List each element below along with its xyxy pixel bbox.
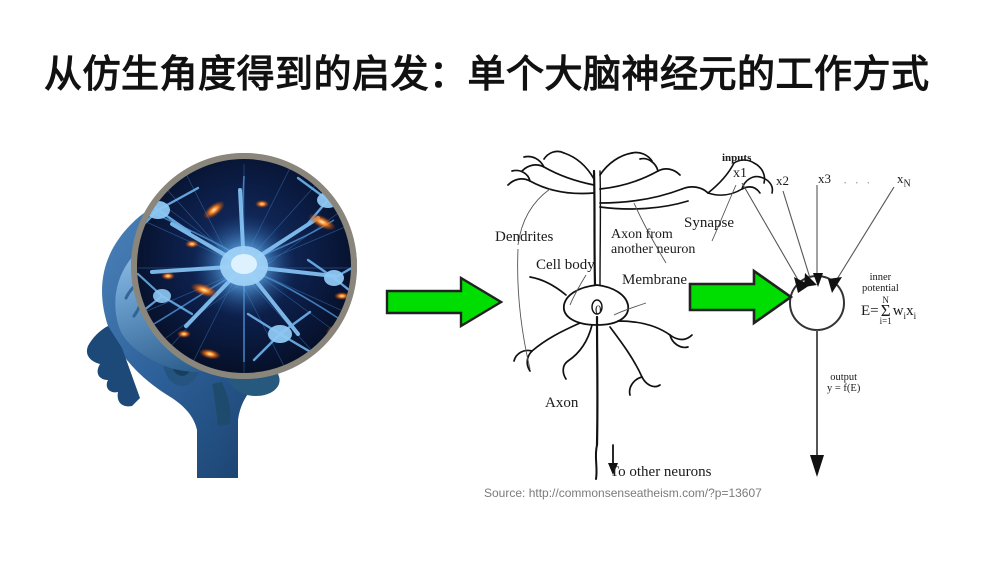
biological-leader-lines xyxy=(517,184,737,370)
perceptron-drawing xyxy=(741,182,895,477)
label-input-xn-sub: N xyxy=(903,178,911,190)
label-inner-potential: inner potential xyxy=(862,272,899,294)
label-input-x1: x1 xyxy=(733,166,747,181)
formula-lhs: E= xyxy=(861,302,879,319)
formula-weight-index: i xyxy=(903,310,907,321)
formula-sigma-symbol: Σ xyxy=(880,301,891,321)
label-synapse: Synapse xyxy=(684,215,734,231)
label-axon-from-another-neuron: Axon from another neuron xyxy=(611,227,696,257)
label-input-xn-base: x xyxy=(897,171,904,186)
label-axon-from-line1: Axon from xyxy=(611,227,673,242)
page-title: 从仿生角度得到的启发：单个大脑神经元的工作方式 xyxy=(44,52,930,96)
synaptic-sparks xyxy=(161,200,350,360)
label-inner-potential-line2: potential xyxy=(862,283,899,295)
label-inner-potential-line1: inner xyxy=(869,272,892,283)
label-input-xn: xN xyxy=(897,172,911,190)
label-to-other-neurons: To other neurons xyxy=(610,464,712,480)
formula-weight-symbol: w xyxy=(892,302,904,319)
label-axon-from-line2: another neuron xyxy=(611,241,696,257)
label-output-line1: output xyxy=(830,372,858,383)
biological-neuron-drawing xyxy=(507,150,774,480)
label-soma-marker: 0 xyxy=(595,302,602,317)
arrow-neuron-to-perceptron xyxy=(688,268,793,326)
neuron-inset-circle xyxy=(131,153,357,379)
formula-input-symbol: x xyxy=(906,302,914,319)
label-axon: Axon xyxy=(545,395,579,411)
formula-input-index: i xyxy=(913,310,917,321)
arrow-brain-to-neuron xyxy=(385,276,503,328)
label-inputs: inputs xyxy=(722,152,752,164)
label-input-ellipsis: · · · xyxy=(843,175,873,190)
label-input-x2: x2 xyxy=(776,173,789,188)
label-dendrites: Dendrites xyxy=(495,229,554,245)
neuron-comparison-diagram xyxy=(470,145,940,490)
label-output-line2: y = f(E) xyxy=(827,383,861,395)
formula-sigma-upper-limit: N xyxy=(882,295,889,305)
label-cell-body: Cell body xyxy=(536,257,595,273)
source-caption: Source: http://commonsenseatheism.com/?p… xyxy=(484,486,762,500)
label-membrane: Membrane xyxy=(622,272,687,288)
label-input-x3: x3 xyxy=(818,171,831,186)
brain-photo-image xyxy=(22,148,382,488)
formula-sigma-lower-limit: i=1 xyxy=(879,316,892,327)
label-output: output y = f(E) xyxy=(827,372,860,394)
